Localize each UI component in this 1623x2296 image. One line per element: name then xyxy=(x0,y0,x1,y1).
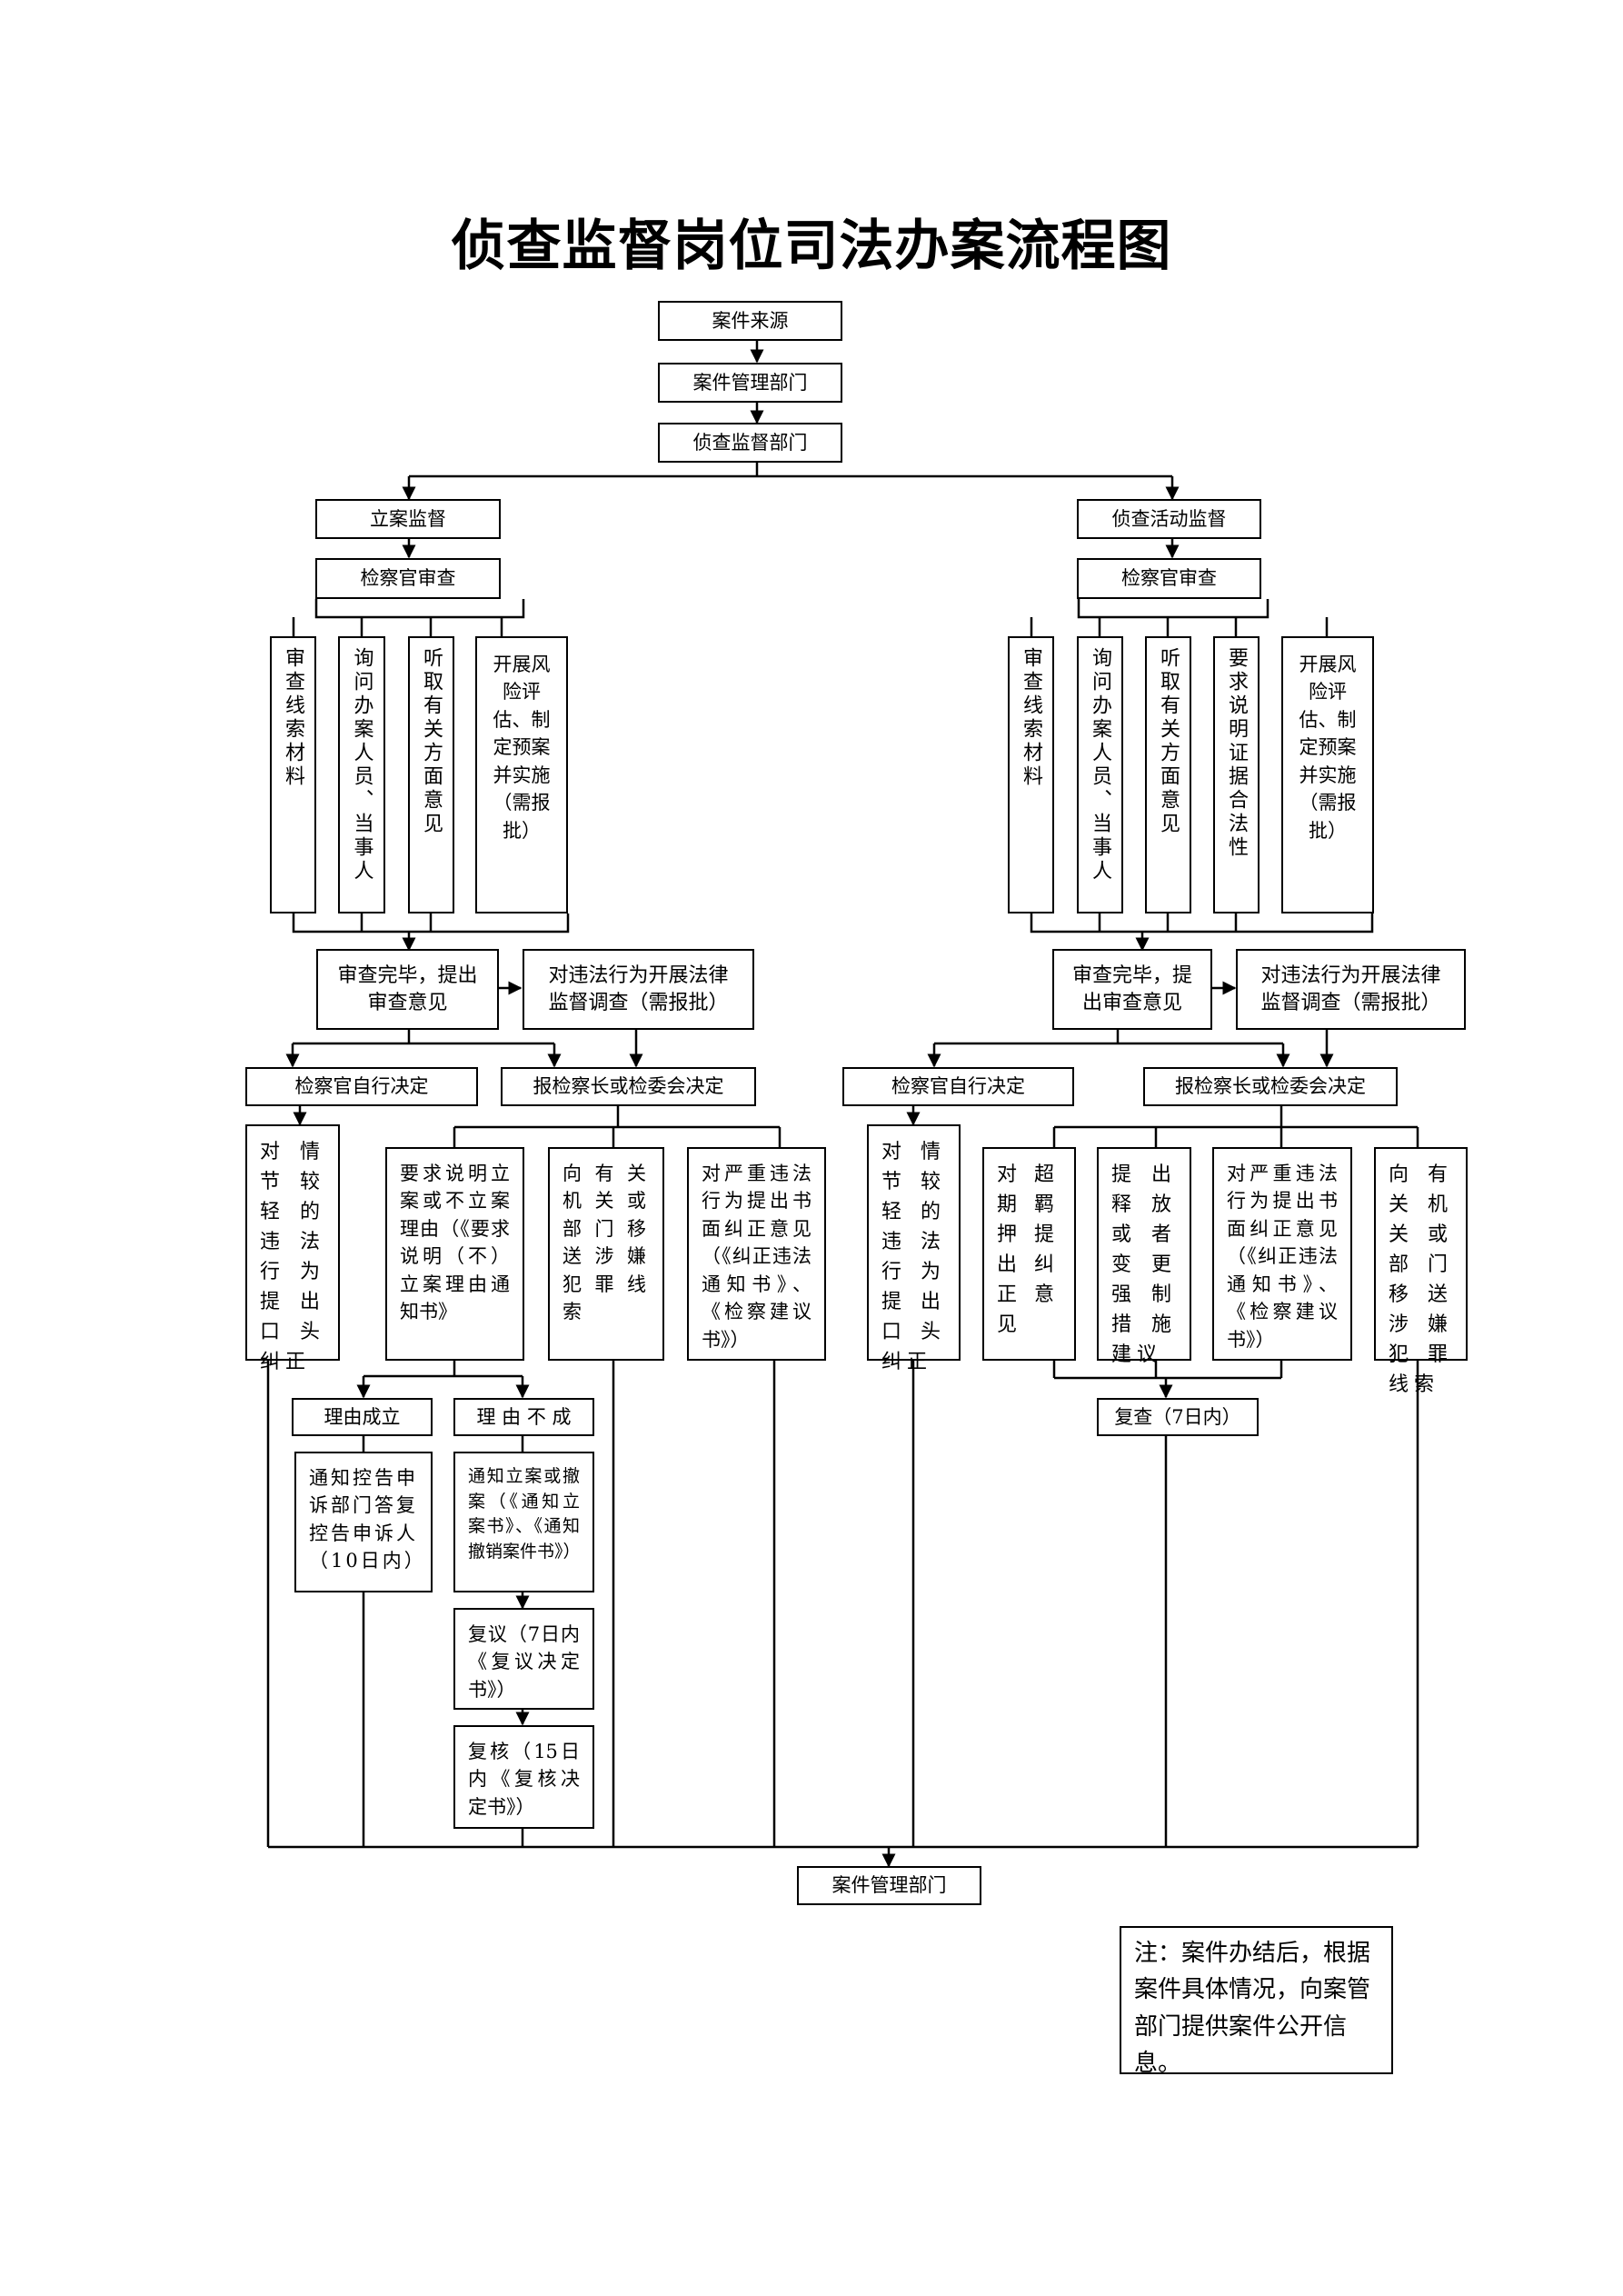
left-item-3-text: 听取有关方面意见 xyxy=(420,647,443,836)
right-transfer-box: 向有关机关或部门移送涉嫌犯罪线索 xyxy=(1374,1147,1468,1396)
left-serious-box: 对严重违法行为提出书面纠正意见（《纠正违法通知书》、《检察建议书》） xyxy=(687,1147,826,1361)
left-item-1-text: 审查线索材料 xyxy=(282,647,304,789)
right-item-1-text: 审查线索材料 xyxy=(1020,647,1042,789)
right-serious-box: 对严重违法行为提出书面纠正意见（《纠正违法通知书》、《检察建议书》） xyxy=(1212,1147,1352,1361)
right-item-2-text: 询问办案人员、当事人 xyxy=(1089,647,1111,883)
left-item-2: 询问办案人员、当事人 xyxy=(338,636,385,913)
left-item-3: 听取有关方面意见 xyxy=(408,636,454,913)
left-report-decide-box: 报检察长或检委会决定 xyxy=(501,1067,756,1106)
investigation-supervision-box: 侦查活动监督 xyxy=(1077,499,1261,539)
right-overdue-box: 对超期羁押提出纠正意见 xyxy=(982,1147,1076,1361)
left-done-box: 审查完毕，提出审查意见 xyxy=(316,949,499,1030)
supervision-dept-box: 侦查监督部门 xyxy=(658,423,842,463)
right-item-4: 要求说明证据合法性 xyxy=(1213,636,1260,913)
right-item-5: 开展风险评估、制定预案并实施（需报批） xyxy=(1281,636,1374,913)
right-release-box: 提出释放或者变更强制措施建议 xyxy=(1097,1147,1191,1366)
page-title: 侦查监督岗位司法办案流程图 xyxy=(451,215,1172,278)
right-report-decide-box: 报检察长或检委会决定 xyxy=(1143,1067,1398,1106)
left-require-explain-box: 要求说明立案或不立案理由（《要求说明（不）立案理由通知书》 xyxy=(385,1147,524,1361)
right-item-1: 审查线索材料 xyxy=(1008,636,1054,913)
right-item-4-text: 要求说明证据合法性 xyxy=(1225,647,1248,860)
left-review-box: 检察官审查 xyxy=(315,558,501,599)
notify-complainant-box: 通知控告申诉部门答复控告申诉人（10日内） xyxy=(294,1452,433,1592)
right-item-5-text: 开展风险评估、制定预案并实施（需报批） xyxy=(1299,654,1357,842)
reason-invalid-box: 理 由 不 成 xyxy=(453,1398,594,1436)
left-self-decide-box: 检察官自行决定 xyxy=(245,1067,478,1106)
reason-valid-box: 理由成立 xyxy=(292,1398,433,1436)
case-management-box: 案件管理部门 xyxy=(658,363,842,403)
left-item-4-text: 开展风险评估、制定预案并实施（需报批） xyxy=(493,654,551,842)
right-recheck-box: 复查（7日内） xyxy=(1097,1398,1259,1436)
right-minor-correct-box: 对情节较轻的违法行为提出口头纠正 xyxy=(867,1124,961,1373)
bottom-case-management-box: 案件管理部门 xyxy=(797,1866,981,1905)
right-done-box: 审查完毕，提出审查意见 xyxy=(1052,949,1212,1030)
reconsider-box: 复议（7日内《复议决定书》） xyxy=(453,1608,594,1710)
right-investigate-box: 对违法行为开展法律监督调查（需报批） xyxy=(1236,949,1466,1030)
left-investigate-box: 对违法行为开展法律监督调查（需报批） xyxy=(523,949,754,1030)
left-minor-correct-box: 对情节较轻的违法行为提出口头纠正 xyxy=(245,1124,340,1373)
right-item-2: 询问办案人员、当事人 xyxy=(1077,636,1123,913)
left-item-2-text: 询问办案人员、当事人 xyxy=(350,647,373,883)
right-review-box: 检察官审查 xyxy=(1077,558,1261,599)
right-item-3: 听取有关方面意见 xyxy=(1145,636,1191,913)
left-item-4: 开展风险评估、制定预案并实施（需报批） xyxy=(475,636,568,913)
footnote: 注：案件办结后，根据案件具体情况，向案管部门提供案件公开信息。 xyxy=(1120,1926,1393,2077)
right-self-decide-box: 检察官自行决定 xyxy=(842,1067,1074,1106)
right-item-3-text: 听取有关方面意见 xyxy=(1157,647,1180,836)
case-source-box: 案件来源 xyxy=(658,301,842,341)
recheck-box: 复核（15日内《复核决定书》） xyxy=(453,1725,594,1829)
notify-file-box: 通知立案或撤案（《通知立案书》、《通知撤销案件书》） xyxy=(453,1452,594,1592)
left-transfer-box: 向有关机关或部门移送涉嫌犯罪线索 xyxy=(548,1147,664,1361)
filing-supervision-box: 立案监督 xyxy=(315,499,501,539)
left-item-1: 审查线索材料 xyxy=(270,636,316,913)
